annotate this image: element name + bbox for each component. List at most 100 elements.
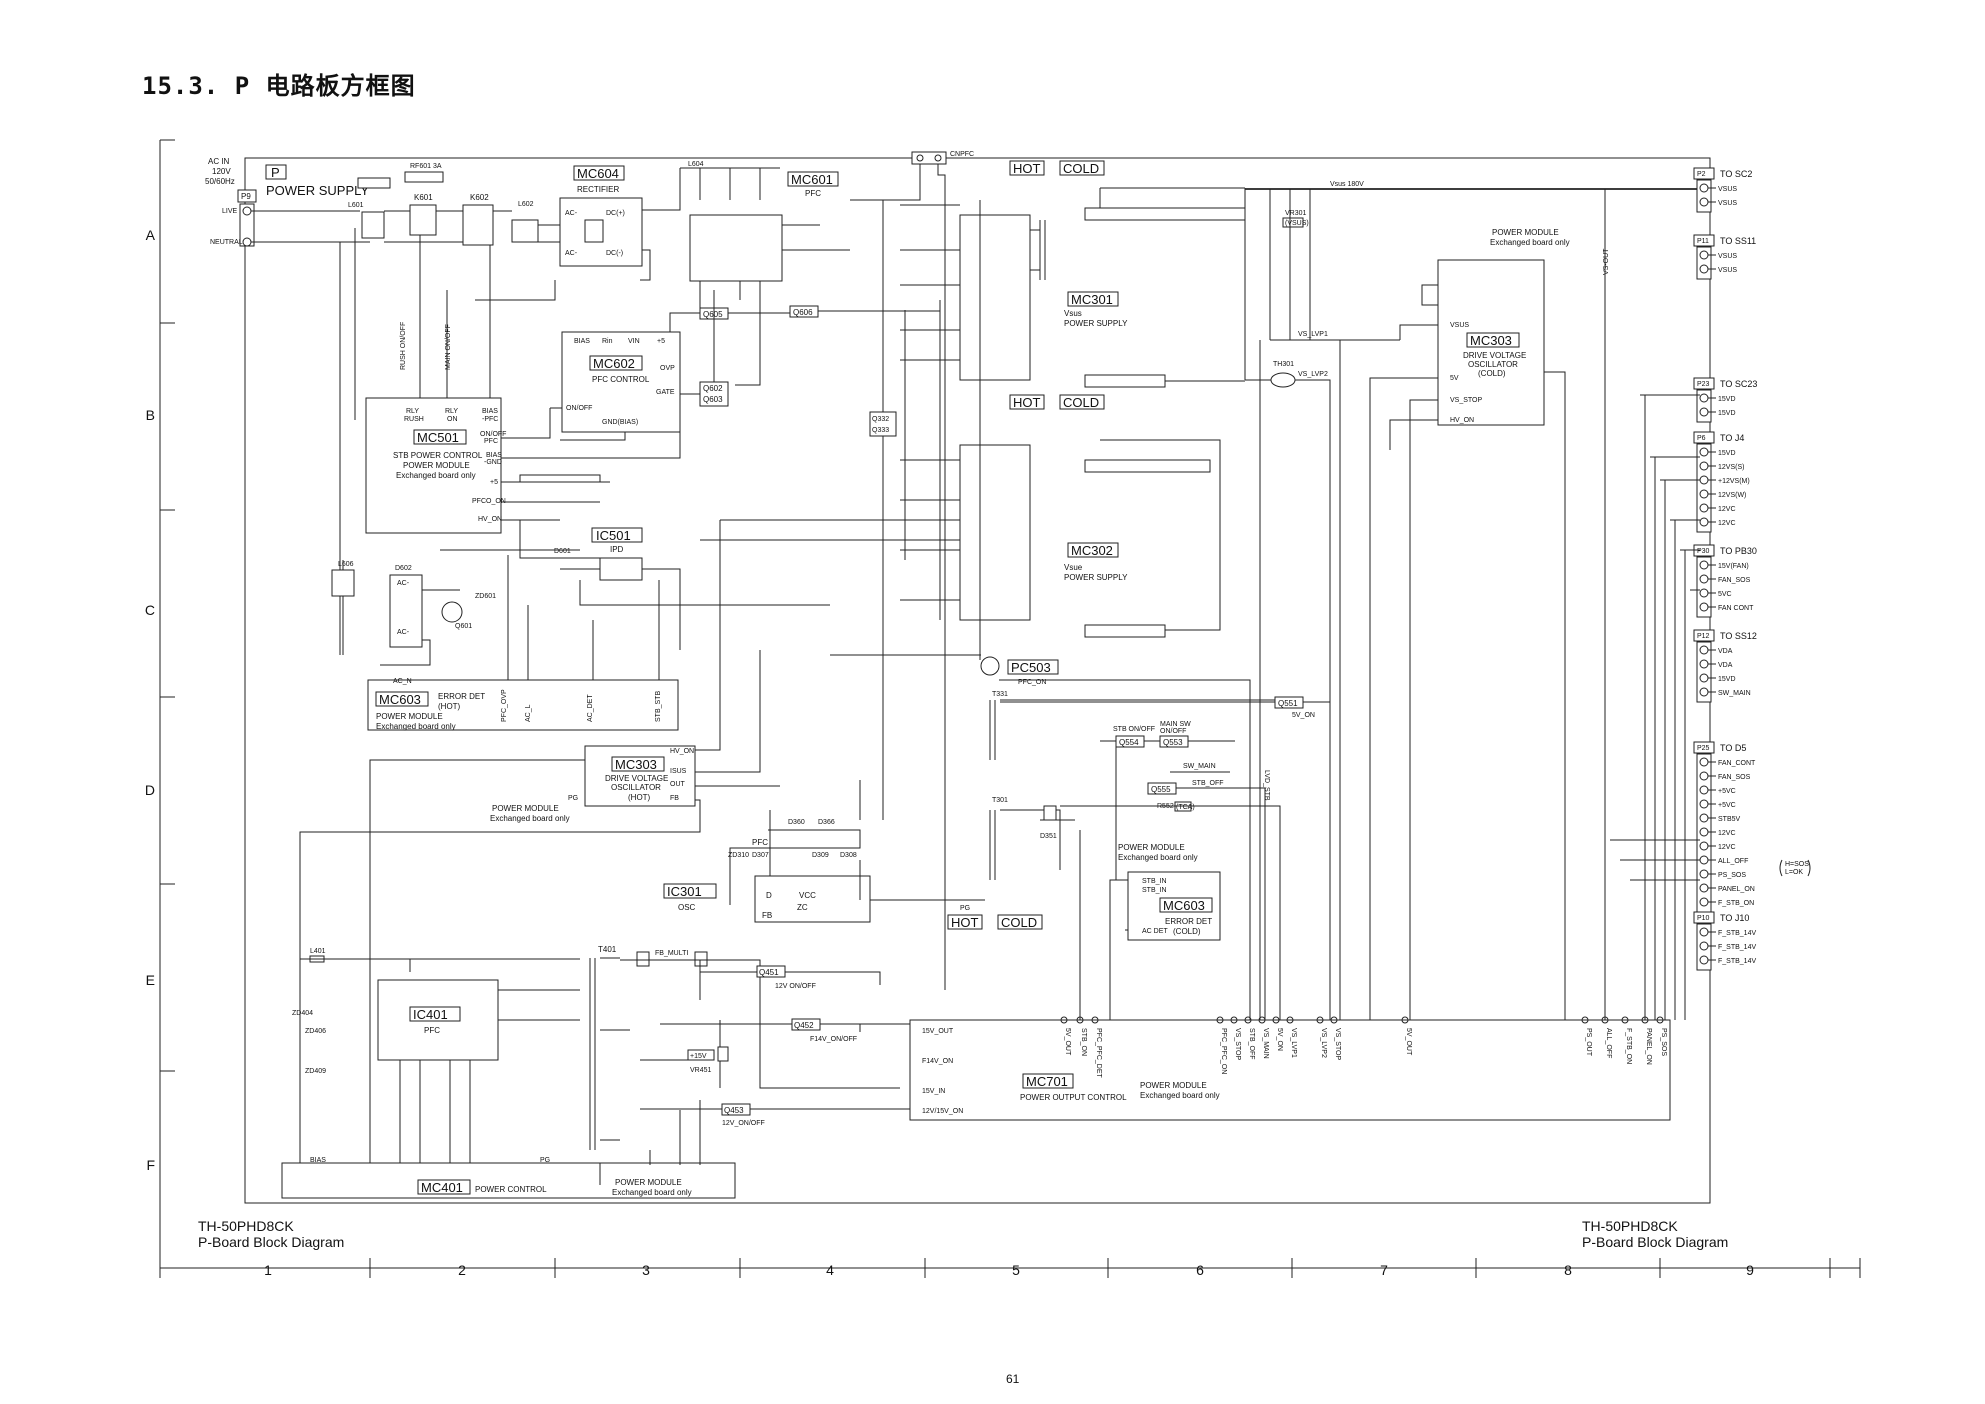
svg-text:OSCILLATOR: OSCILLATOR — [1468, 360, 1518, 369]
board-title: POWER SUPPLY — [266, 183, 369, 198]
ic501-id: IC501 — [596, 528, 631, 543]
mc604-name: RECTIFIER — [577, 185, 619, 194]
svg-text:POWER MODULE: POWER MODULE — [615, 1178, 682, 1187]
svg-text:D: D — [766, 891, 772, 900]
mc401-power-control: MC401 POWER CONTROL POWER MODULE Exchang… — [281, 1100, 736, 1199]
svg-text:Q554: Q554 — [1119, 738, 1139, 747]
svg-text:ON/OFF: ON/OFF — [480, 431, 506, 438]
svg-text:ON/OFF: ON/OFF — [566, 405, 592, 412]
svg-text:VSUS: VSUS — [1450, 322, 1469, 329]
k602-label: K602 — [470, 193, 489, 202]
mc603-hot-id: MC603 — [379, 692, 421, 707]
svg-text:ON: ON — [447, 416, 458, 423]
connector-pin-label: 5VC — [1718, 591, 1732, 598]
svg-text:AC-: AC- — [565, 210, 578, 217]
connector-pin-label: +12VS(M) — [1718, 478, 1750, 485]
input-bridge: L606 D602 AC- AC- ZD601 Q601 — [331, 560, 496, 666]
svg-text:Q555: Q555 — [1151, 785, 1171, 794]
mc603-error-det-hot: MC603 ERROR DET (HOT) POWER MODULE Excha… — [367, 555, 679, 731]
svg-text:Q602: Q602 — [703, 384, 723, 393]
mc701-pin — [1244, 1016, 1252, 1024]
ic401-id: IC401 — [413, 1007, 448, 1022]
connector-pin-label: 12VC — [1718, 520, 1736, 527]
svg-text:PFC: PFC — [484, 438, 498, 445]
svg-text:Q603: Q603 — [703, 395, 723, 404]
svg-text:Q606: Q606 — [793, 308, 813, 317]
connector-pin-label: SW_MAIN — [1718, 690, 1751, 697]
mc603-cold-id: MC603 — [1163, 898, 1205, 913]
grid-frame — [159, 139, 1861, 1278]
connector-pin-label: VDA — [1718, 662, 1733, 669]
mc701-pin — [1216, 1016, 1224, 1024]
svg-text:Q553: Q553 — [1163, 738, 1183, 747]
svg-text:+5: +5 — [490, 479, 498, 486]
svg-text:Vsus: Vsus — [1064, 309, 1082, 318]
svg-text:Exchanged board only: Exchanged board only — [1140, 1091, 1220, 1100]
connector-id: P25 — [1697, 745, 1710, 752]
svg-text:TH301: TH301 — [1273, 361, 1294, 368]
svg-text:COLD: COLD — [1001, 915, 1037, 930]
ic301-id: IC301 — [667, 884, 702, 899]
pc503-id: PC503 — [1011, 660, 1051, 675]
connector-destination: TO SC23 — [1720, 379, 1757, 389]
mc303-hot-id: MC303 — [615, 757, 657, 772]
svg-text:T401: T401 — [598, 945, 617, 954]
connector-pin-label: FAN CONT — [1718, 605, 1754, 612]
mc701-pin — [1091, 1016, 1099, 1024]
mc604-id: MC604 — [577, 166, 619, 181]
svg-text:ZD404: ZD404 — [292, 1010, 313, 1017]
svg-text:SW_MAIN: SW_MAIN — [1183, 763, 1216, 770]
svg-text:AC-: AC- — [397, 629, 410, 636]
svg-text:BIAS: BIAS — [310, 1157, 326, 1164]
svg-text:Q551: Q551 — [1278, 699, 1298, 708]
connector-pin-label: +5VC — [1718, 802, 1736, 809]
connector-id: P12 — [1697, 633, 1710, 640]
svg-text:D307: D307 — [752, 852, 769, 859]
connector-p9: P9 — [241, 192, 251, 201]
svg-text:ZD601: ZD601 — [475, 593, 496, 600]
svg-text:L604: L604 — [688, 161, 704, 168]
svg-text:MAIN SW: MAIN SW — [1160, 721, 1191, 728]
footer-left-caption: TH-50PHD8CK P-Board Block Diagram — [198, 1218, 344, 1250]
svg-text:PFC_ON: PFC_ON — [1018, 679, 1046, 686]
svg-text:Vsus 180V: Vsus 180V — [1330, 181, 1364, 188]
svg-text:H=SOS: H=SOS — [1785, 861, 1809, 868]
svg-text:POWER CONTROL: POWER CONTROL — [475, 1185, 547, 1194]
svg-text:ZC: ZC — [797, 903, 808, 912]
svg-text:PG: PG — [568, 795, 578, 802]
svg-text:L=OK: L=OK — [1785, 869, 1803, 876]
connector-pin-label: FAN_SOS — [1718, 774, 1751, 781]
mc701-signal-label: PANEL_ON — [1645, 1028, 1652, 1065]
mc701-signal-label: VS_LVP1 — [1290, 1028, 1297, 1058]
ps-sos-note: H=SOS L=OK — [1779, 859, 1811, 877]
svg-text:BIAS: BIAS — [574, 338, 590, 345]
mc701-signal-label: 5V_OUT — [1064, 1028, 1071, 1056]
connector-destination: TO SS12 — [1720, 631, 1757, 641]
grid-column-label: 9 — [1746, 1262, 1754, 1278]
mc602-name: PFC CONTROL — [592, 375, 650, 384]
connector-pin-label: 12VS(S) — [1718, 464, 1744, 471]
svg-text:Exchanged board only: Exchanged board only — [396, 471, 476, 480]
mc701-pin — [1401, 1016, 1409, 1024]
svg-text:POWER MODULE: POWER MODULE — [376, 712, 443, 721]
connector-pin-label: 12VC — [1718, 830, 1736, 837]
svg-text:STB POWER CONTROL: STB POWER CONTROL — [393, 451, 483, 460]
connector-pin-label: PS_SOS — [1718, 872, 1746, 879]
connector-destination: TO PB30 — [1720, 546, 1757, 556]
svg-text:Q452: Q452 — [794, 1021, 814, 1030]
svg-text:D351: D351 — [1040, 833, 1057, 840]
grid-row-label: A — [146, 227, 156, 243]
svg-text:BIAS: BIAS — [482, 408, 498, 415]
connector-pin-label: VSUS — [1718, 186, 1737, 193]
mc701-signal-label: ALL_OFF — [1605, 1028, 1612, 1058]
grid-column-label: 8 — [1564, 1262, 1572, 1278]
grid-row-label: C — [145, 602, 155, 618]
svg-text:POWER MODULE: POWER MODULE — [1140, 1081, 1207, 1090]
mc701-signal-label: 5V_OUT — [1405, 1028, 1412, 1056]
svg-text:GATE: GATE — [656, 389, 675, 396]
vsus-rail: Vsus 180V VS-OUT VR301 (VSUS) VS_LVP1 VS… — [1245, 181, 1710, 1020]
connector-pin-label: VSUS — [1718, 267, 1737, 274]
connector-destination: TO SS11 — [1720, 236, 1756, 246]
